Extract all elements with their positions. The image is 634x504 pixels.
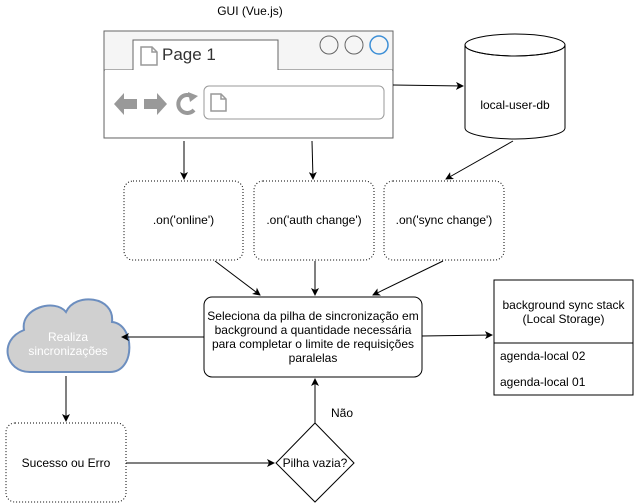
page-icon [140, 46, 158, 66]
decision-label: Pilha vazia? [282, 456, 348, 470]
window-control-maximize-icon [344, 35, 364, 55]
event-box-auth-change [253, 180, 375, 261]
reload-icon [176, 92, 198, 115]
cloud-label: Realiza sincronizações [28, 330, 108, 358]
gui-title: GUI (Vue.js) [217, 4, 283, 18]
event-box-sync-change [383, 180, 505, 261]
event-label-sync-change: .on('sync change') [395, 213, 493, 227]
address-bar [203, 85, 385, 120]
browser-tab-label: Page 1 [162, 45, 216, 64]
connectors [62, 81, 514, 467]
database-label: local-user-db [480, 98, 550, 112]
window-control-close-icon [369, 35, 389, 55]
decision-diamond [275, 422, 355, 503]
event-label-auth-change: .on('auth change') [266, 213, 362, 227]
address-page-icon [210, 93, 227, 112]
decision-no-label: Não [330, 406, 353, 420]
stack-item-1: agenda-local 02 [500, 349, 586, 363]
result-label: Sucesso ou Erro [21, 456, 111, 470]
center-process-label: Seleciona da pilha de sincronização em b… [207, 309, 419, 365]
result-box [5, 422, 127, 503]
stack-item-2: agenda-local 01 [500, 375, 586, 389]
database-cylinder [464, 33, 566, 140]
stack-title: background sync stack (Local Storage) [502, 298, 625, 326]
forward-arrow-icon [144, 93, 167, 115]
back-arrow-icon [114, 93, 137, 115]
window-control-minimize-icon [319, 35, 339, 55]
event-box-online [123, 180, 244, 261]
event-label-online: .on('online') [152, 213, 215, 227]
browser-window [103, 30, 394, 139]
stack-table [493, 279, 634, 396]
